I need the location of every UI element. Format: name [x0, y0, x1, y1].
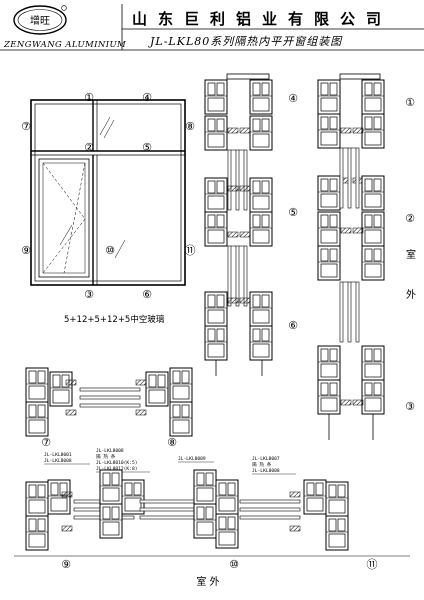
svg-text:JL-LKL8008: JL-LKL8008 [44, 458, 72, 464]
svg-text:④: ④ [142, 91, 152, 104]
svg-text:JL-LKL8009: JL-LKL8009 [178, 456, 206, 462]
svg-text:⑪: ⑪ [367, 558, 378, 571]
part-notes: JL-LKL8001 JL-LKL8008 JL-LKL8008 隔 热 条 J… [44, 448, 296, 475]
svg-text:隔 热 条: 隔 热 条 [252, 461, 272, 468]
svg-text:⑧: ⑧ [167, 436, 177, 449]
svg-text:JL-LKL8001: JL-LKL8001 [44, 452, 72, 458]
svg-text:⑤: ⑤ [142, 141, 152, 154]
brand-name: ZENGWANG ALUMINIUM [4, 40, 127, 50]
drawing-title: JL-LKL80系列隔热内平开窗组装图 [150, 35, 343, 48]
svg-text:⑥: ⑥ [288, 319, 298, 332]
header: 增旺 [0, 4, 424, 51]
svg-text:JL-LKL8007: JL-LKL8007 [252, 456, 280, 462]
svg-text:⑧: ⑧ [185, 120, 195, 133]
vertical-section-col2: ① ② ③ 室 外 [317, 73, 416, 440]
svg-text:④: ④ [288, 92, 298, 105]
svg-text:②: ② [405, 212, 415, 225]
svg-text:⑨: ⑨ [21, 244, 31, 257]
svg-text:外: 外 [406, 289, 416, 301]
svg-text:⑦: ⑦ [41, 436, 51, 449]
svg-text:JL-LKL8008: JL-LKL8008 [96, 448, 124, 454]
svg-text:⑥: ⑥ [142, 288, 152, 301]
svg-text:③: ③ [84, 288, 94, 301]
svg-text:JL-LKL8012(K:8): JL-LKL8012(K:8) [96, 466, 138, 472]
svg-text:②: ② [84, 141, 94, 154]
svg-text:①: ① [84, 91, 94, 104]
svg-text:⑩: ⑩ [229, 558, 239, 571]
vertical-section-col1: ④ ⑤ ⑥ [204, 73, 298, 376]
horizontal-section-9-10-11: ⑨ ⑩ ⑪ 室 外 [14, 469, 410, 588]
company-logo: 增旺 [13, 5, 67, 35]
svg-text:⑦: ⑦ [21, 120, 31, 133]
svg-text:JL-LKL8010(K:5): JL-LKL8010(K:5) [96, 460, 138, 466]
svg-text:⑨: ⑨ [61, 558, 71, 571]
glass-spec: 5+12+5+12+5中空玻璃 [64, 315, 165, 325]
svg-text:⑩: ⑩ [105, 244, 115, 257]
svg-text:增旺: 增旺 [30, 14, 50, 27]
svg-text:室: 室 [406, 248, 416, 261]
svg-text:①: ① [405, 96, 415, 109]
company-name: 山东巨利铝业有限公司 [132, 10, 393, 28]
svg-text:⑪: ⑪ [185, 244, 196, 257]
svg-text:室 外: 室 外 [196, 575, 219, 588]
svg-text:JL-LKL8008: JL-LKL8008 [252, 468, 280, 474]
svg-text:隔 热 条: 隔 热 条 [96, 453, 116, 460]
svg-text:⑤: ⑤ [288, 206, 298, 219]
window-elevation: ① ② ③ ④ ⑤ ⑥ ⑦ ⑧ ⑨ ⑩ ⑪ [21, 91, 195, 301]
horizontal-section-7-8: ⑦ ⑧ [25, 367, 193, 449]
svg-text:③: ③ [405, 400, 415, 413]
